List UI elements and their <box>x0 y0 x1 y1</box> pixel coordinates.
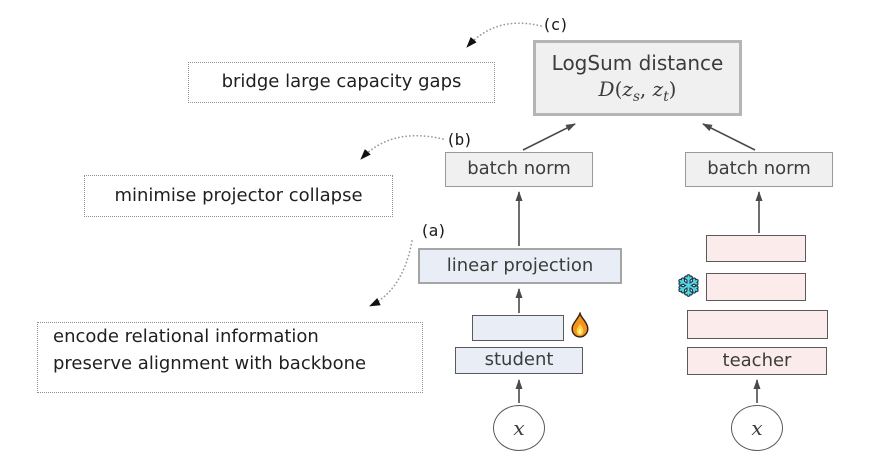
student-input-node: x <box>493 405 545 451</box>
teacher-label: teacher <box>722 349 792 371</box>
note-minimise-projector-collapse: minimise projector collapse <box>84 175 393 217</box>
note-text-line1: encode relational information <box>53 326 319 347</box>
teacher-backbone-box: teacher <box>687 347 827 375</box>
student-batch-norm-box: batch norm <box>445 152 593 187</box>
loss-title: LogSum distance <box>551 50 724 75</box>
linear-projection-box: linear projection <box>418 248 622 284</box>
input-label: x <box>751 415 763 440</box>
note-bridge-capacity-gaps: bridge large capacity gaps <box>188 62 495 103</box>
callout-arrow-a <box>369 240 413 307</box>
note-text: minimise projector collapse <box>114 184 363 206</box>
callout-tag-a: (a) <box>420 221 447 240</box>
student-feature-block <box>472 315 564 341</box>
note-text-line2: preserve alignment with backbone <box>53 353 367 374</box>
snowflake-icon <box>677 274 700 297</box>
callout-arrow-c <box>466 22 542 48</box>
batch-norm-label: batch norm <box>467 158 571 180</box>
arrow-teacher-batchnorm-to-loss <box>702 123 756 151</box>
teacher-feature-block-1 <box>706 235 806 262</box>
teacher-feature-block-3 <box>687 310 828 339</box>
teacher-feature-block-2 <box>706 273 806 301</box>
student-backbone-box: student <box>455 347 583 374</box>
callout-arrow-b <box>360 134 444 160</box>
arrow-student-batchnorm-to-loss <box>522 123 576 151</box>
loss-formula: D(zs, zt) <box>598 76 677 105</box>
batch-norm-label: batch norm <box>707 158 811 180</box>
projection-label: linear projection <box>446 254 594 276</box>
student-label: student <box>484 349 554 371</box>
input-label: x <box>513 415 525 440</box>
callout-tag-b: (b) <box>446 130 473 149</box>
note-text: bridge large capacity gaps <box>221 71 462 93</box>
logsum-distance-box: LogSum distance D(zs, zt) <box>533 40 742 116</box>
teacher-input-node: x <box>731 405 783 451</box>
callout-tag-c: (c) <box>542 15 569 34</box>
flame-icon <box>571 312 589 338</box>
note-encode-relational-information: encode relational information preserve a… <box>37 322 423 393</box>
teacher-batch-norm-box: batch norm <box>685 152 833 187</box>
